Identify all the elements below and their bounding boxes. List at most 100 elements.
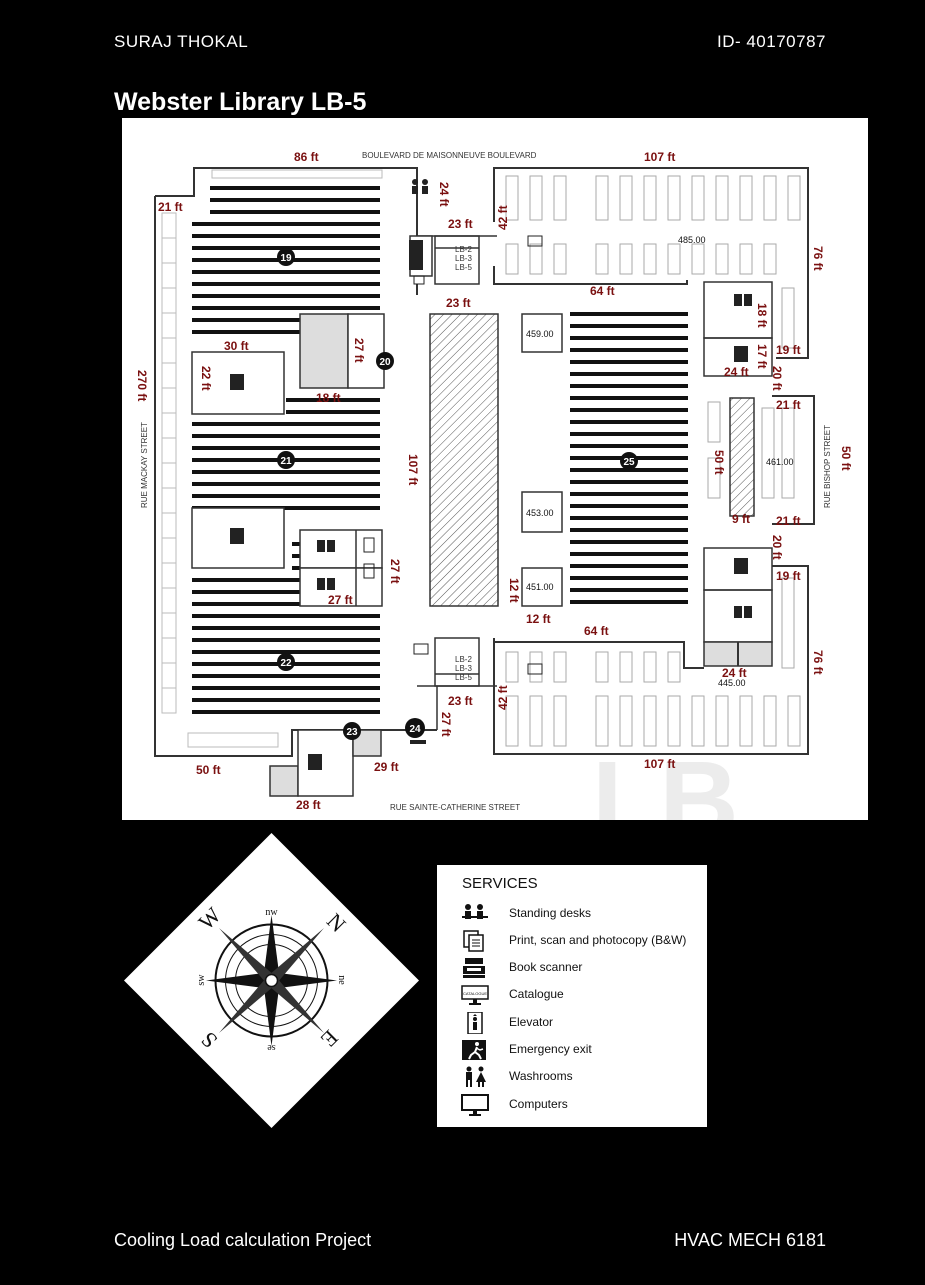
dim-30ft: 30 ft <box>224 339 249 353</box>
project-name: Cooling Load calculation Project <box>114 1230 372 1250</box>
dim-23ft-a: 23 ft <box>448 217 473 231</box>
washroom-icon <box>466 1066 486 1087</box>
legend-item-catalogue: CATALOGUE Catalogue <box>461 984 707 1006</box>
dim-17ft: 17 ft <box>755 344 769 369</box>
south-lb5-label: LB-5 <box>455 673 472 682</box>
legend-label-elevator: Elevator <box>509 1015 554 1029</box>
compass-sw: sw <box>196 974 207 986</box>
room-461: 461.00 <box>766 457 794 467</box>
legend-label-emergency-exit: Emergency exit <box>509 1042 592 1056</box>
dim-21ft-a: 21 ft <box>158 200 183 214</box>
dimension-labels: 86 ft 107 ft 21 ft 24 ft 23 ft 42 ft 76 … <box>135 150 853 812</box>
south-east-desks <box>505 401 801 747</box>
dim-24ft-c: 24 ft <box>722 666 747 680</box>
dim-24ft-b: 24 ft <box>724 365 749 379</box>
dim-270ft: 270 ft <box>135 370 149 401</box>
north-elevator-labels: LB-2 LB-3 LB-5 <box>455 245 472 272</box>
services-legend: SERVICES Standing desks Print, scan and … <box>437 865 707 1127</box>
student-id: ID- 40170787 <box>716 32 826 51</box>
book-scanner-icon <box>463 958 485 978</box>
compass-nw: nw <box>265 907 278 918</box>
page-title: Webster Library LB-5 <box>114 88 367 116</box>
legend-item-standing-desks: Standing desks <box>461 903 707 925</box>
room-453: 453.00 <box>526 508 554 518</box>
north-lb3-label: LB-3 <box>455 254 472 263</box>
legend-item-emergency-exit: Emergency exit <box>461 1039 707 1061</box>
dim-27ft-c: 27 ft <box>328 593 353 607</box>
south-elevator-labels: LB-2 LB-3 LB-5 <box>455 655 472 682</box>
elevator-icon <box>467 1012 483 1034</box>
north-east-block-walls <box>493 167 815 525</box>
north-lb5-label: LB-5 <box>455 263 472 272</box>
street-east: RUE BISHOP STREET <box>823 425 832 508</box>
south-lb2-label: LB-2 <box>455 655 472 664</box>
dim-107ft-vertical: 107 ft <box>406 454 420 485</box>
dim-23ft-b: 23 ft <box>446 296 471 310</box>
west-rooms <box>191 313 385 607</box>
watermark: LB <box>592 739 739 820</box>
zone-20-label: 20 <box>379 357 391 368</box>
dim-19ft-b: 19 ft <box>776 569 801 583</box>
west-seating <box>161 169 383 748</box>
dim-24ft-a: 24 ft <box>437 182 451 207</box>
street-north: BOULEVARD DE MAISONNEUVE BOULEVARD <box>362 151 537 160</box>
emergency-exit-icon <box>462 1040 486 1060</box>
floor-plan-drawing: LB <box>135 150 853 820</box>
zone-24-label: 24 <box>409 724 421 735</box>
dim-27ft-b: 27 ft <box>388 559 402 584</box>
legend-label-standing-desks: Standing desks <box>509 906 592 920</box>
legend-item-elevator: Elevator <box>461 1012 707 1034</box>
dim-107ft-north: 107 ft <box>644 150 675 164</box>
dim-21ft-c: 21 ft <box>776 514 801 528</box>
dim-20ft-b: 20 ft <box>770 535 784 560</box>
dim-18ft-a: 18 ft <box>755 303 769 328</box>
dim-12ft-a: 12 ft <box>507 578 521 603</box>
catalogue-icon: CATALOGUE <box>461 985 489 1005</box>
floor-plan: LB <box>122 118 868 820</box>
legend-item-washrooms: Washrooms <box>461 1066 707 1088</box>
legend-label-computers: Computers <box>509 1097 568 1111</box>
room-445: 445.00 <box>718 678 746 688</box>
dim-64ft-a: 64 ft <box>590 284 615 298</box>
dim-21ft-b: 21 ft <box>776 398 801 412</box>
catalogue-screen-text: CATALOGUE <box>463 991 487 996</box>
dim-20ft-a: 20 ft <box>770 366 784 391</box>
east-hatched-block <box>729 397 755 517</box>
north-lb2-label: LB-2 <box>455 245 472 254</box>
zone-21-label: 21 <box>280 456 292 467</box>
course-code: HVAC MECH 6181 <box>674 1230 826 1250</box>
plan-service-icons <box>230 179 752 770</box>
computer-icon <box>461 1094 489 1116</box>
zone-19-label: 19 <box>280 253 292 264</box>
dim-9ft: 9 ft <box>732 512 750 526</box>
dim-42ft-a: 42 ft <box>496 205 510 230</box>
legend-label-print-scan: Print, scan and photocopy (B&W) <box>509 933 687 947</box>
north-east-desks <box>505 175 801 349</box>
dim-86ft: 86 ft <box>294 150 319 164</box>
compass-se: se <box>267 1042 276 1053</box>
dim-23ft-c: 23 ft <box>448 694 473 708</box>
compass-rose: W N E S nw ne se sw <box>124 833 419 1128</box>
dim-64ft-b: 64 ft <box>584 624 609 638</box>
zone-25-label: 25 <box>623 457 635 468</box>
legend-label-catalogue: Catalogue <box>509 987 564 1001</box>
zone-23-label: 23 <box>346 727 358 738</box>
room-451: 451.00 <box>526 582 554 592</box>
dim-22ft: 22 ft <box>199 366 213 391</box>
room-459: 459.00 <box>526 329 554 339</box>
legend-label-washrooms: Washrooms <box>509 1069 573 1083</box>
north-stair-core <box>409 235 497 285</box>
legend-title: SERVICES <box>462 875 538 892</box>
standing-desk-icon <box>462 904 488 919</box>
legend-item-computers: Computers <box>461 1094 707 1116</box>
compass-drawing: W N E S nw ne se sw <box>124 833 419 1128</box>
dim-42ft-b: 42 ft <box>496 685 510 710</box>
dim-19ft-a: 19 ft <box>776 343 801 357</box>
south-lb3-label: LB-3 <box>455 664 472 673</box>
dim-50ft-b: 50 ft <box>712 450 726 475</box>
print-scan-icon <box>463 930 484 952</box>
zone-markers <box>277 248 638 740</box>
central-hatched-block <box>429 313 499 607</box>
zone-22-label: 22 <box>280 658 292 669</box>
south-annex <box>269 729 382 797</box>
